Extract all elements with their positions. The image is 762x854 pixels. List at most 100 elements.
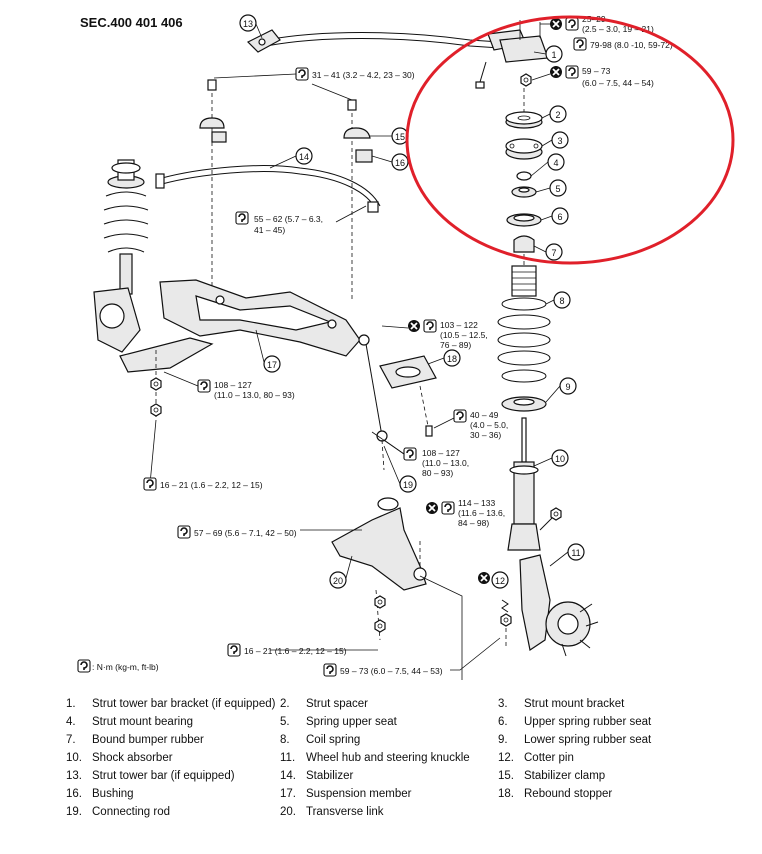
svg-text:14: 14 xyxy=(299,152,309,162)
svg-text:(11.0 – 13.0,: (11.0 – 13.0, xyxy=(422,458,469,468)
assembled-strut-left xyxy=(93,159,149,353)
legend-item: 18. Rebound stopper xyxy=(498,787,612,801)
svg-text:80 – 93): 80 – 93) xyxy=(422,468,453,478)
shock-absorber xyxy=(507,417,562,551)
wheel-hub-steering-knuckle xyxy=(519,554,599,657)
torque-spec-7: 108 – 127 (11.0 – 13.0, 80 – 93) xyxy=(163,371,295,400)
legend-label: Coil spring xyxy=(306,734,361,746)
suspension-exploded-diagram: SEC.400 401 406 xyxy=(77,14,735,680)
legend-number: 18. xyxy=(498,788,514,800)
legend-label: Upper spring rubber seat xyxy=(524,716,652,728)
svg-text:31 – 41 (3.2 – 4.2, 23 – 30): 31 – 41 (3.2 – 4.2, 23 – 30) xyxy=(312,70,415,80)
legend-number: 2. xyxy=(280,698,290,710)
svg-text:(11.6 – 13.6,: (11.6 – 13.6, xyxy=(458,508,505,518)
svg-text:17: 17 xyxy=(267,360,277,370)
legend-number: 7. xyxy=(66,734,76,746)
svg-text:20: 20 xyxy=(333,576,343,586)
legend-label: Transverse link xyxy=(306,806,384,818)
legend-number: 8. xyxy=(280,734,290,746)
torque-spec-6: 103 – 122 (10.5 – 12.5, 76 – 89) xyxy=(381,319,488,350)
svg-text:16 – 21 (1.6 – 2.2, 12 – 15): 16 – 21 (1.6 – 2.2, 12 – 15) xyxy=(244,646,347,656)
strut-tower-bar xyxy=(246,29,527,53)
legend-item: 14.Stabilizer xyxy=(280,769,353,783)
svg-text:18: 18 xyxy=(447,354,457,364)
torque-spec-5: 55 – 62 (5.7 – 6.3, 41 – 45) xyxy=(235,205,367,235)
callout-8: 8 xyxy=(553,291,571,309)
svg-text:16 – 21 (1.6 – 2.2, 12 – 15): 16 – 21 (1.6 – 2.2, 12 – 15) xyxy=(160,480,263,490)
legend-item: 1.Strut tower bar bracket (if equipped) xyxy=(66,697,275,711)
svg-text:16: 16 xyxy=(395,158,405,168)
legend-item: 13.Strut tower bar (if equipped) xyxy=(66,769,235,783)
svg-text:: N·m (kg-m, ft-lb): : N·m (kg-m, ft-lb) xyxy=(92,662,159,672)
callout-2: 2 xyxy=(549,105,567,123)
legend-label: Strut mount bracket xyxy=(524,698,625,710)
svg-text:79-98 (8.0 -10, 59-72): 79-98 (8.0 -10, 59-72) xyxy=(590,40,673,50)
legend-label: Wheel hub and steering knuckle xyxy=(306,752,470,764)
svg-text:11: 11 xyxy=(571,548,580,558)
legend-label: Bound bumper rubber xyxy=(92,734,204,746)
legend-item: 2.Strut spacer xyxy=(280,697,368,711)
svg-text:19: 19 xyxy=(403,480,413,490)
legend-item: 15.Stabilizer clamp xyxy=(498,769,605,783)
legend-label: Suspension member xyxy=(306,788,412,800)
svg-text:2: 2 xyxy=(555,110,560,120)
torque-spec-13: 16 – 21 (1.6 – 2.2, 12 – 15) xyxy=(227,643,347,657)
svg-text:4: 4 xyxy=(553,158,558,168)
legend-number: 13. xyxy=(66,770,82,782)
legend-item: 5. Spring upper seat xyxy=(280,715,397,729)
connecting-rod xyxy=(358,334,388,471)
legend-item: 10.Shock absorber xyxy=(66,751,173,765)
legend-number: 5. xyxy=(280,716,290,728)
torque-spec-3: 59 – 73 (6.0 – 7.5, 44 – 54) xyxy=(531,65,654,88)
callout-18: 18 xyxy=(443,349,461,367)
legend-number: 9. xyxy=(498,734,508,746)
svg-text:59 – 73: 59 – 73 xyxy=(582,66,611,76)
callout-3: 3 xyxy=(551,131,569,149)
torque-spec-12: 57 – 69 (5.6 – 7.1, 42 – 50) xyxy=(177,525,297,539)
legend-item: 12.Cotter pin xyxy=(498,751,574,765)
svg-text:12: 12 xyxy=(495,576,505,586)
torque-spec-9: 108 – 127 (11.0 – 13.0, 80 – 93) xyxy=(371,431,469,478)
svg-text:84 – 98): 84 – 98) xyxy=(458,518,489,528)
legend-number: 15. xyxy=(498,770,514,782)
svg-text:1: 1 xyxy=(551,50,556,60)
legend-number: 3. xyxy=(498,698,508,710)
legend-label: Strut mount bearing xyxy=(92,716,194,728)
strut-mount-stack xyxy=(475,20,549,297)
callout-5: 5 xyxy=(549,179,567,197)
legend-item: 20. Transverse link xyxy=(280,805,384,819)
svg-text:9: 9 xyxy=(565,382,570,392)
legend-item: 19.Connecting rod xyxy=(66,805,170,819)
legend-label: Connecting rod xyxy=(92,806,170,818)
svg-text:59 – 73 (6.0 – 7.5, 44 – 53): 59 – 73 (6.0 – 7.5, 44 – 53) xyxy=(340,666,443,676)
legend-number: 1. xyxy=(66,698,76,710)
callout-19: 19 xyxy=(399,475,417,493)
callout-7: 7 xyxy=(545,243,563,261)
svg-text:7: 7 xyxy=(551,248,556,258)
svg-text:(10.5 – 12.5,: (10.5 – 12.5, xyxy=(440,330,488,340)
legend-label: Rebound stopper xyxy=(524,788,613,800)
svg-text:108 – 127: 108 – 127 xyxy=(214,380,252,390)
callout-17: 17 xyxy=(263,355,281,373)
legend-item: 8. Coil spring xyxy=(280,733,360,747)
transverse-link xyxy=(331,497,427,641)
torque-spec-11: 114 – 133 (11.6 – 13.6, 84 – 98) xyxy=(425,498,505,528)
legend-item: 11.Wheel hub and steering knuckle xyxy=(280,751,470,765)
svg-text:3: 3 xyxy=(557,136,562,146)
svg-text:15: 15 xyxy=(395,132,405,142)
legend-number: 20. xyxy=(280,806,296,818)
legend-number: 4. xyxy=(66,716,76,728)
legend-label: Cotter pin xyxy=(524,752,574,764)
svg-text:10: 10 xyxy=(555,454,565,464)
callout-6: 6 xyxy=(551,207,569,225)
legend-label: Spring upper seat xyxy=(306,716,397,728)
legend-item: 9.Lower spring rubber seat xyxy=(498,733,651,747)
callout-16: 16 xyxy=(391,153,409,171)
legend-item: 4. Strut mount bearing xyxy=(66,715,193,729)
coil-spring xyxy=(497,297,551,383)
legend-number: 17. xyxy=(280,788,296,800)
callout-1: 1 xyxy=(545,45,563,63)
section-title: SEC.400 401 406 xyxy=(80,15,183,30)
torque-spec-2: 79-98 (8.0 -10, 59-72) xyxy=(573,37,673,51)
unit-note: : N·m (kg-m, ft-lb) xyxy=(77,659,159,673)
